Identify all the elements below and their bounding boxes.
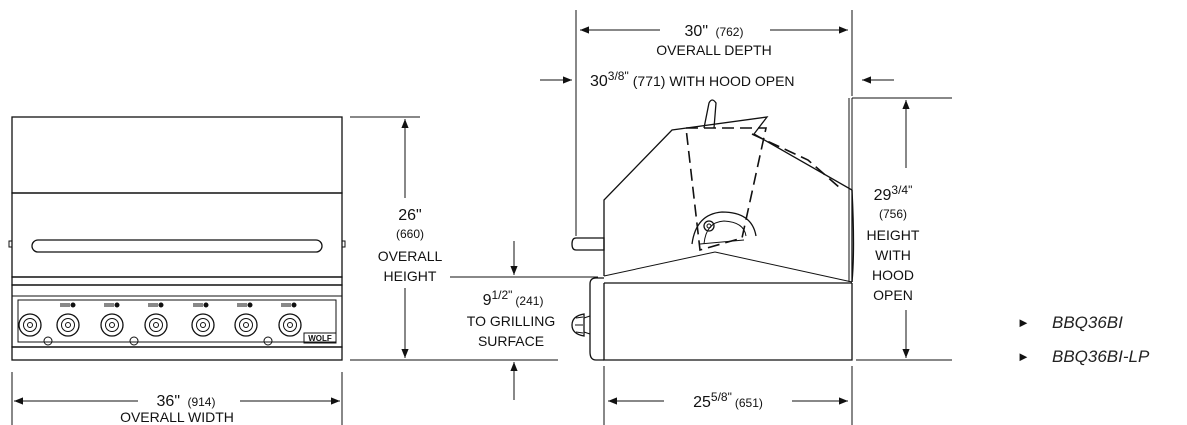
height-open-line4: OPEN xyxy=(873,287,913,303)
side-control-panel xyxy=(589,277,604,361)
ignition-button xyxy=(263,336,273,346)
height-main: 26" xyxy=(398,207,421,224)
side-depth-dimension: 30" (762) OVERALL DEPTH xyxy=(575,10,853,236)
control-knob xyxy=(56,313,80,337)
left-hinge-nub xyxy=(8,240,13,248)
svg-text:303/8"(771) WITH HOOD OPEN: 303/8" (771) WITH HOOD OPEN xyxy=(590,69,795,90)
hood-top-panel xyxy=(11,116,343,194)
base-depth-metric: (651) xyxy=(735,396,763,410)
control-knob xyxy=(278,313,302,337)
height-metric: (660) xyxy=(396,227,424,241)
model-bullet: ► xyxy=(1017,315,1030,330)
side-base-outline xyxy=(603,283,853,361)
depth-open-whole: 30 xyxy=(590,73,608,90)
depth-caption: OVERALL DEPTH xyxy=(656,42,771,58)
control-knob xyxy=(18,313,42,337)
model-name: BBQ36BI-LP xyxy=(1052,347,1150,366)
model-bullet: ► xyxy=(1017,349,1030,364)
control-panel-top xyxy=(11,276,343,286)
model-list: ► BBQ36BI ► BBQ36BI-LP xyxy=(1017,313,1150,366)
height-open-frac: 3/4" xyxy=(891,183,912,197)
brand-badge xyxy=(303,332,337,344)
base-depth-frac: 5/8" xyxy=(711,390,732,404)
side-knob-stem xyxy=(583,315,591,335)
ignition-button xyxy=(129,336,139,346)
hood-handle-side xyxy=(571,237,605,251)
height-caption-2: HEIGHT xyxy=(384,268,437,284)
model-name: BBQ36BI xyxy=(1052,313,1123,332)
control-knob xyxy=(234,313,258,337)
burner-indicator xyxy=(104,302,120,308)
side-view-grill xyxy=(571,98,855,361)
control-knob xyxy=(100,313,124,337)
svg-text:255/8"(651): 255/8"(651) xyxy=(693,390,763,411)
open-hood-dashed xyxy=(685,127,767,252)
front-width-dimension: 36" (914) OVERALL WIDTH xyxy=(11,372,343,425)
height-open-line3: HOOD xyxy=(872,267,914,283)
base-depth-whole: 25 xyxy=(693,394,711,411)
grill-surface-main: 9 xyxy=(483,292,492,309)
svg-text:91/2"(241): 91/2"(241) xyxy=(483,288,544,309)
grill-surface-caption-1: TO GRILLING xyxy=(467,313,555,329)
grill-surface-caption-2: SURFACE xyxy=(478,333,544,349)
side-depth-open-dimension: 303/8" (771) WITH HOOD OPEN xyxy=(540,69,894,90)
front-view-grill: WOLF xyxy=(8,116,346,361)
width-main: 36" xyxy=(157,393,180,410)
grill-surface-frac: 1/2" xyxy=(491,288,512,302)
grilling-surface-dimension: 91/2"(241) TO GRILLING SURFACE xyxy=(450,241,598,400)
control-panel-inner xyxy=(17,299,337,343)
height-open-line2: WITH xyxy=(875,247,911,263)
burner-indicator xyxy=(60,302,76,308)
grill-surface-metric: (241) xyxy=(515,294,543,308)
hood-swing-path xyxy=(751,133,841,189)
pivot-arc xyxy=(691,211,757,245)
svg-text:293/4": 293/4" xyxy=(874,183,913,204)
height-open-line1: HEIGHT xyxy=(867,227,920,243)
svg-text:36" (914): 36" (914) xyxy=(157,393,216,410)
hood-front-panel xyxy=(11,192,343,278)
burner-indicator xyxy=(193,302,209,308)
side-height-open-dimension: 293/4" (756) HEIGHT WITH HOOD OPEN xyxy=(852,97,952,361)
control-knob xyxy=(191,313,215,337)
depth-open-rest: (771) WITH HOOD OPEN xyxy=(633,73,795,89)
right-hinge-nub xyxy=(341,240,346,248)
burner-indicator xyxy=(281,302,297,308)
side-knob xyxy=(571,313,585,337)
height-open-whole: 29 xyxy=(874,187,892,204)
depth-open-frac: 3/8" xyxy=(608,69,629,83)
burner-indicator xyxy=(148,302,164,308)
open-hood-handle xyxy=(703,99,717,129)
grill-base xyxy=(11,346,343,361)
ignition-button xyxy=(43,336,53,346)
brand-badge-text: WOLF xyxy=(308,334,332,343)
height-caption-1: OVERALL xyxy=(378,248,443,264)
burner-indicator xyxy=(237,302,253,308)
depth-main: 30" xyxy=(685,23,708,40)
pivot-bolt xyxy=(703,220,715,232)
closed-hood-outline xyxy=(603,116,853,282)
depth-metric: (762) xyxy=(715,25,743,39)
control-knob xyxy=(144,313,168,337)
side-base-depth-dimension: 255/8"(651) xyxy=(603,366,853,425)
hood-handle xyxy=(31,239,323,253)
svg-text:30" (762): 30" (762) xyxy=(685,23,744,40)
width-caption: OVERALL WIDTH xyxy=(120,409,234,425)
width-metric: (914) xyxy=(187,395,215,409)
height-open-metric: (756) xyxy=(879,207,907,221)
front-height-dimension: 26" (660) OVERALL HEIGHT xyxy=(350,116,558,361)
